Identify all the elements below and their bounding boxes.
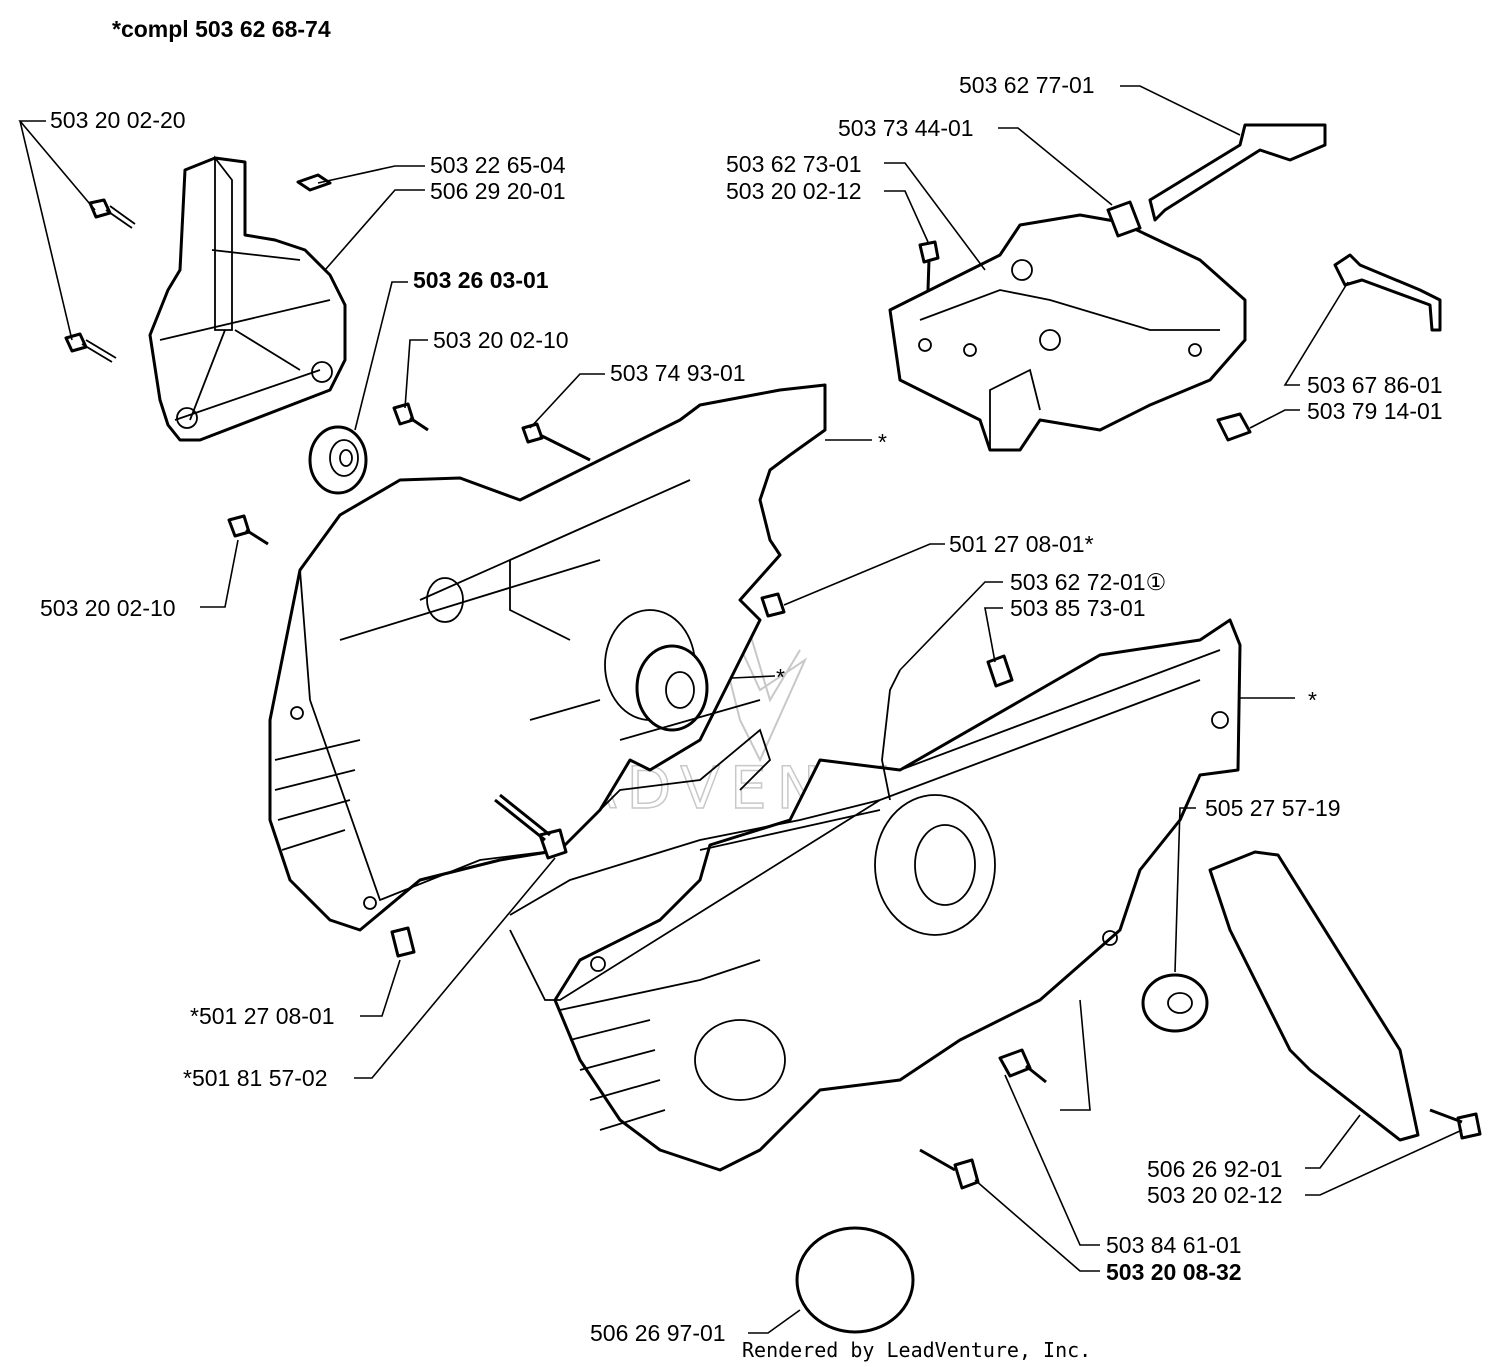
label-503-20-02-10-lower: 503 20 02-10 — [40, 595, 176, 621]
dowel-501-27-08-01-upper — [760, 592, 786, 618]
dowel-501-27-08-01-lower — [390, 926, 416, 958]
part-503-73-44-01 — [1106, 200, 1142, 238]
label-506-29-20-01: 506 29 20-01 — [430, 178, 566, 204]
gasket-left — [309, 699, 772, 902]
label-503-84-61-01: 503 84 61-01 — [1106, 1232, 1242, 1258]
label-503-20-02-10-upper: 503 20 02-10 — [433, 327, 569, 353]
screw-501-81-57-02 — [494, 793, 568, 860]
seal-505-27-57-19 — [1141, 973, 1209, 1033]
leader-lines — [18, 85, 1463, 1334]
tank-cover — [888, 213, 1247, 452]
handle-503-62-77-01 — [1148, 123, 1327, 222]
label-505-27-57-19: 505 27 57-19 — [1205, 795, 1341, 821]
sleeve-503-85-73-01 — [986, 654, 1014, 688]
guard-506-26-92-01 — [1208, 850, 1420, 1142]
footer-credit: Rendered by LeadVenture, Inc. — [742, 1338, 1091, 1362]
asterisk-right-crankcase: * — [1308, 687, 1317, 713]
label-503-20-02-12-lower: 503 20 02-12 — [1147, 1182, 1283, 1208]
bearing-503-26-03-01 — [308, 425, 368, 495]
label-501-27-08-01-upper: 501 27 08-01* — [949, 531, 1094, 557]
label-503-22-65-04: 503 22 65-04 — [430, 152, 566, 178]
screw-503-20-02-12-upper — [918, 240, 940, 291]
gasket-right — [509, 799, 881, 1001]
screw-503-20-02-10-lower — [227, 514, 269, 546]
label-506-26-97-01: 506 26 97-01 — [590, 1320, 726, 1346]
cap-506-26-97-01 — [795, 1226, 915, 1334]
screw-503-74-93-01 — [521, 422, 591, 462]
screw-503-20-08-32 — [919, 1148, 980, 1190]
label-503-67-86-01: 503 67 86-01 — [1307, 372, 1443, 398]
peg-503-84-61-01 — [998, 1048, 1047, 1084]
label-503-20-02-12-upper: 503 20 02-12 — [726, 178, 862, 204]
label-503-73-44-01: 503 73 44-01 — [838, 115, 974, 141]
label-503-20-02-20: 503 20 02-20 — [50, 107, 186, 133]
label-503-62-72-01: 503 62 72-01① — [1010, 569, 1166, 595]
nut-503-22-65-04 — [296, 173, 332, 192]
chain-guard-bracket — [148, 155, 347, 442]
screw-503-20-02-10-upper — [392, 402, 429, 432]
plug-503-79-14-01 — [1216, 412, 1252, 442]
label-503-62-73-01: 503 62 73-01 — [726, 151, 862, 177]
label-503-20-08-32: 503 20 08-32 — [1106, 1259, 1242, 1285]
screw-503-20-02-20-lower — [64, 332, 117, 363]
label-503-26-03-01: 503 26 03-01 — [413, 267, 549, 293]
label-506-26-92-01: 506 26 92-01 — [1147, 1156, 1283, 1182]
label-503-79-14-01: 503 79 14-01 — [1307, 398, 1443, 424]
label-503-85-73-01: 503 85 73-01 — [1010, 595, 1146, 621]
label-501-27-08-01-lower: *501 27 08-01 — [190, 1003, 335, 1029]
assembly-title: *compl 503 62 68-74 — [112, 16, 331, 42]
label-503-74-93-01: 503 74 93-01 — [610, 360, 746, 386]
asterisk-bearing: * — [776, 664, 785, 690]
left-crankcase — [268, 383, 827, 932]
wire-503-62-72-01 — [881, 669, 901, 801]
asterisk-upper-crankcase: * — [878, 429, 887, 455]
pipe-503-67-86-01 — [1333, 253, 1442, 332]
label-503-62-77-01: 503 62 77-01 — [959, 72, 1095, 98]
label-501-81-57-02: *501 81 57-02 — [183, 1065, 328, 1091]
screw-503-20-02-20-upper — [88, 198, 136, 229]
